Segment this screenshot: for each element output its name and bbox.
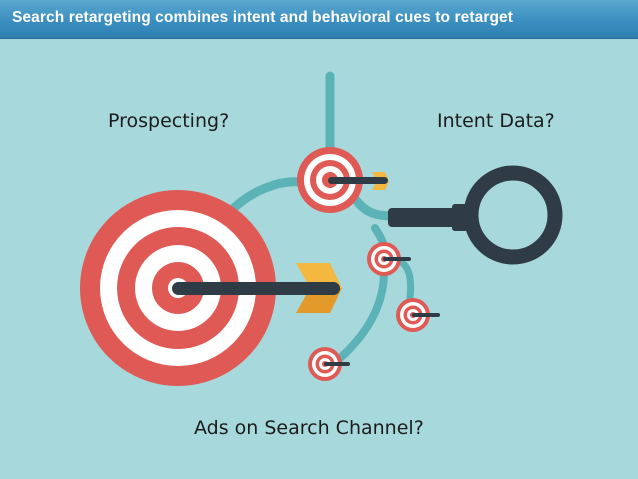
small-target-icon <box>297 147 389 213</box>
page-title: Search retargeting combines intent and b… <box>12 9 514 26</box>
intent-data-label: Intent Data? <box>437 110 555 132</box>
prospecting-label: Prospecting? <box>108 110 230 132</box>
magnifying-glass-icon <box>388 165 563 265</box>
dart-icon <box>172 263 342 313</box>
ads-search-channel-label: Ads on Search Channel? <box>194 417 424 439</box>
small-target-icon <box>367 242 411 276</box>
title-bar: Search retargeting combines intent and b… <box>0 0 638 39</box>
small-target-icon <box>308 347 350 381</box>
small-target-icon <box>396 298 440 332</box>
